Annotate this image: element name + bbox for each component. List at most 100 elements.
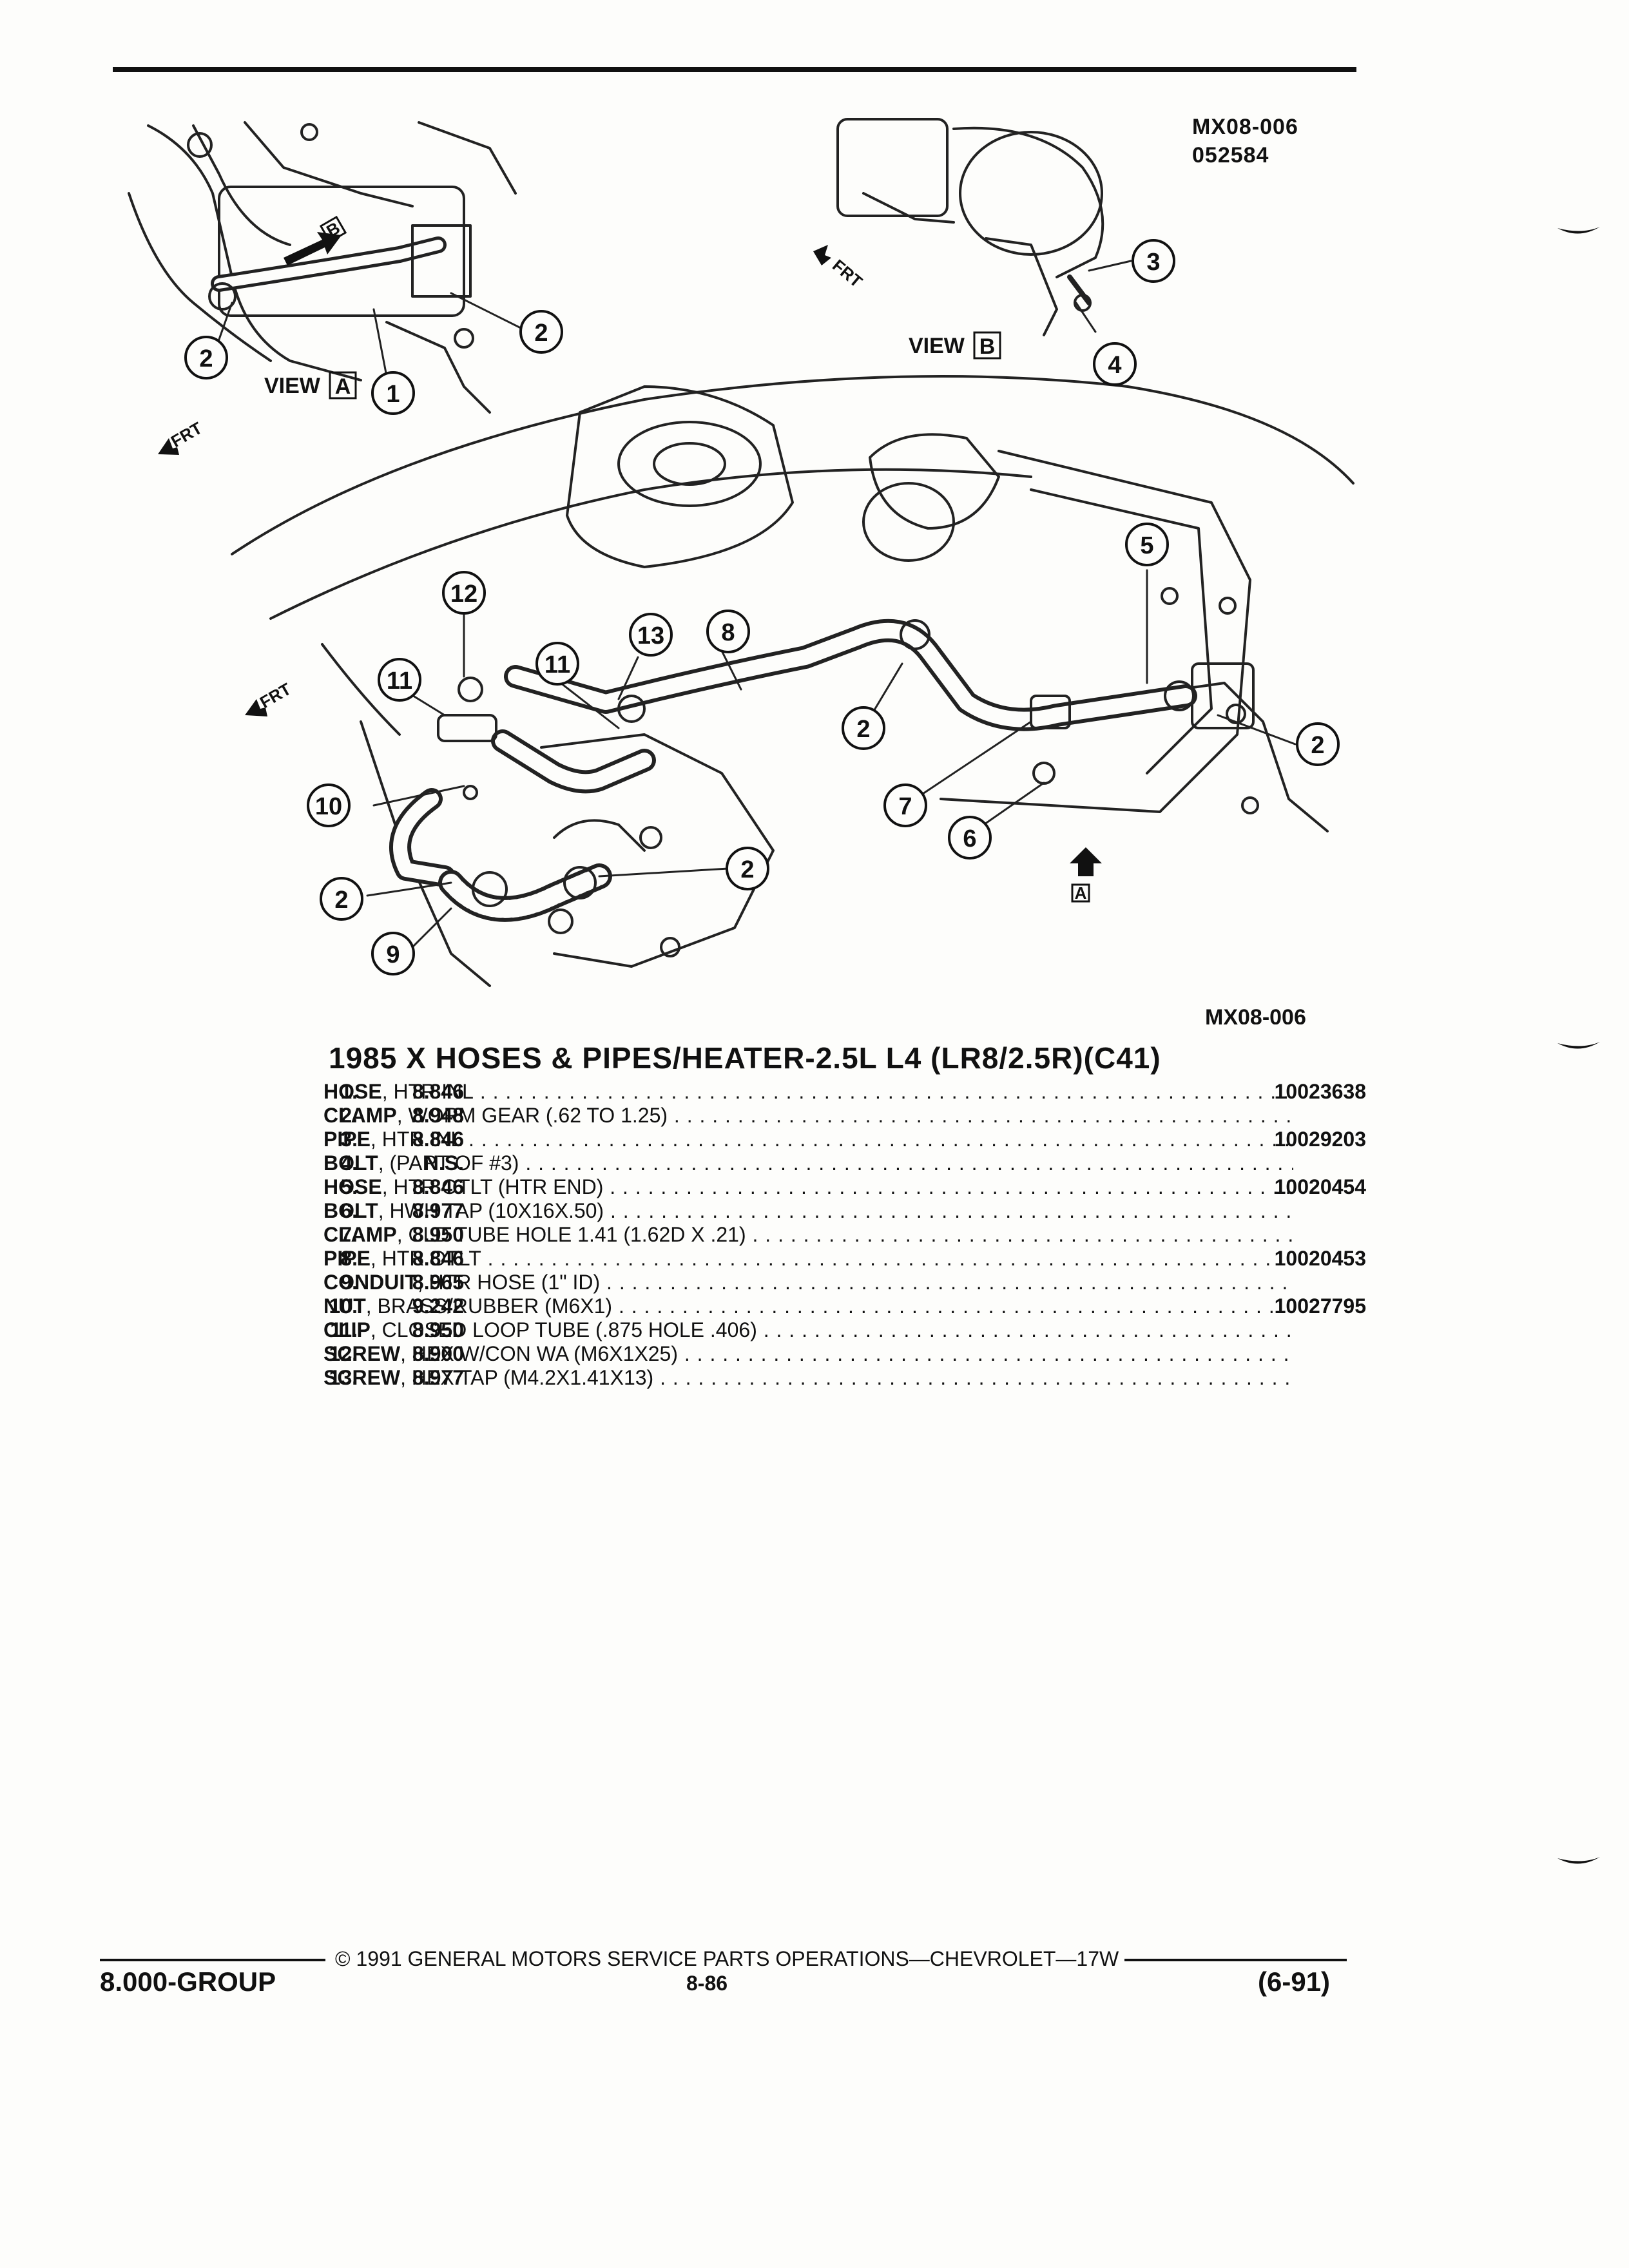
callout-2-lower-left: 2 — [320, 877, 363, 921]
view-b-label: VIEW B — [909, 331, 1001, 360]
part-description: CLAMP, CLD TUBE HOLE 1.41 (1.62D X .21) — [323, 1223, 1293, 1247]
svg-text:2: 2 — [856, 716, 870, 743]
part-name: NUT — [323, 1294, 366, 1318]
top-rule — [113, 67, 1356, 72]
part-number: 10027795 — [1274, 1294, 1366, 1318]
callout-4: 4 — [1093, 342, 1137, 386]
part-name: PIPE — [323, 1128, 371, 1151]
footer-rule-right — [1124, 1959, 1347, 1961]
margin-hole-mark — [1557, 1857, 1600, 1864]
part-detail: , HTR HOSE (1" ID) — [417, 1271, 601, 1294]
engine-bay — [231, 375, 1354, 987]
callout-7: 7 — [883, 783, 927, 827]
part-detail: , (PART OF #3) — [378, 1151, 519, 1175]
svg-text:2: 2 — [740, 856, 754, 883]
part-number: 10023638 — [1274, 1080, 1366, 1103]
svg-text:7: 7 — [898, 793, 912, 820]
part-name: BOLT — [323, 1199, 378, 1222]
heater-hoses — [389, 619, 1197, 922]
part-description: PIPE, HTR INL — [323, 1128, 1293, 1151]
svg-text:VIEW: VIEW — [909, 334, 965, 358]
part-detail: , HTR INL — [381, 1080, 474, 1103]
callout-10: 10 — [307, 783, 351, 827]
part-detail: , WORM GEAR (.62 TO 1.25) — [396, 1104, 668, 1127]
view-b-inset — [836, 118, 1104, 336]
footer-revision: (6-91) — [1258, 1966, 1331, 1997]
part-number: 10029203 — [1274, 1128, 1366, 1151]
part-description: NUT, BRASS/RUBBER (M6X1) — [323, 1294, 1293, 1318]
callout-13: 13 — [629, 613, 673, 657]
svg-text:5: 5 — [1140, 532, 1153, 559]
svg-text:FRT: FRT — [256, 679, 294, 712]
svg-text:4: 4 — [1108, 352, 1121, 379]
svg-text:FRT: FRT — [829, 256, 866, 292]
callout-11-left: 11 — [378, 658, 421, 702]
svg-text:B: B — [979, 334, 996, 359]
callout-9: 9 — [371, 932, 415, 975]
part-detail: , HTR OTLT — [370, 1247, 481, 1270]
footer-rule-left — [100, 1959, 325, 1961]
footer-page-number: 8-86 — [686, 1972, 728, 1995]
svg-text:2: 2 — [334, 887, 348, 914]
heater-hose-diagram: 1 2 2 3 4 5 2 2 7 6 8 13 11 12 11 10 2 2… — [128, 118, 1354, 1024]
view-a-marker: A — [1070, 847, 1102, 903]
callout-5: 5 — [1125, 523, 1169, 566]
callout-2-heater-end: 2 — [1296, 722, 1340, 766]
diagram-bottom-code: MX08-006 — [1205, 1005, 1306, 1024]
part-name: CLAMP — [323, 1104, 397, 1127]
part-description: HOSE, HTR OTLT (HTR END) — [323, 1175, 1293, 1199]
callout-6: 6 — [948, 816, 992, 860]
section-title: 1985 X HOSES & PIPES/HEATER-2.5L L4 (LR8… — [329, 1041, 1161, 1075]
svg-text:1: 1 — [386, 381, 400, 408]
part-name: BOLT — [323, 1151, 378, 1175]
svg-text:2: 2 — [534, 320, 548, 347]
callout-1: 1 — [371, 371, 415, 415]
figure-code: MX08-006 — [1192, 115, 1298, 139]
svg-text:2: 2 — [199, 345, 213, 372]
svg-text:A: A — [335, 374, 351, 399]
view-a-label: VIEW A — [264, 371, 357, 399]
svg-text:VIEW: VIEW — [264, 374, 321, 398]
part-number: 10020454 — [1274, 1175, 1366, 1198]
svg-text:2: 2 — [1311, 732, 1324, 759]
svg-text:8: 8 — [721, 619, 735, 646]
margin-hole-mark — [1557, 1042, 1600, 1049]
part-name: HOSE — [323, 1080, 382, 1103]
view-b-marker: B — [284, 215, 347, 265]
part-detail: , CLD TUBE HOLE 1.41 (1.62D X .21) — [396, 1223, 746, 1246]
part-detail: , CLOSED LOOP TUBE (.875 HOLE .406) — [370, 1318, 757, 1341]
part-name: CONDUIT — [323, 1271, 418, 1294]
part-number: 10020453 — [1274, 1247, 1366, 1270]
part-description: CLAMP, WORM GEAR (.62 TO 1.25) — [323, 1104, 1293, 1128]
svg-text:11: 11 — [545, 651, 570, 678]
svg-text:FRT: FRT — [168, 418, 206, 451]
frt-arrow-view-a: FRT — [158, 418, 206, 455]
svg-text:10: 10 — [315, 793, 342, 820]
part-detail: , HTR INL — [370, 1128, 463, 1151]
svg-text:12: 12 — [450, 581, 477, 608]
callout-2-view-a-right: 2 — [519, 310, 563, 354]
part-description: PIPE, HTR OTLT — [323, 1247, 1293, 1271]
part-description: CONDUIT, HTR HOSE (1" ID) — [323, 1271, 1293, 1294]
footer-group: 8.000-GROUP — [100, 1966, 276, 1997]
callout-8: 8 — [706, 610, 750, 653]
part-description: SCREW, HEX TAP (M4.2X1.41X13) — [323, 1366, 1293, 1390]
part-name: CLIP — [323, 1318, 371, 1341]
view-a-inset — [128, 121, 517, 414]
callout-2-pipe-mid: 2 — [842, 706, 885, 750]
part-description: BOLT, HWH TAP (10X16X.50) — [323, 1199, 1293, 1223]
svg-text:9: 9 — [386, 941, 400, 968]
margin-hole-mark — [1557, 227, 1600, 234]
parts-row: 4.N.S.BOLT, (PART OF #3) — [155, 1151, 1366, 1175]
svg-text:A: A — [1075, 883, 1087, 903]
figure-date: 052584 — [1192, 143, 1269, 168]
